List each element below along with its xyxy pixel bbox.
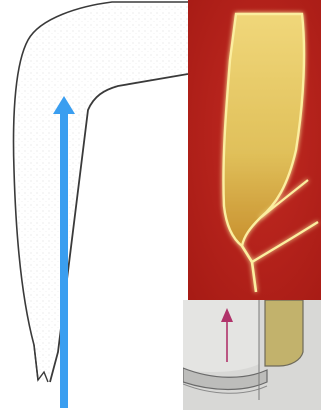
inset-light-region — [183, 300, 259, 372]
inset-panel — [183, 300, 321, 410]
photo-svg — [188, 0, 321, 300]
tooth-block — [265, 300, 303, 366]
blue-arrow-shaft — [60, 112, 68, 408]
drawing-svg — [0, 0, 188, 410]
line-drawing-panel — [0, 0, 188, 410]
photo-panel — [188, 0, 321, 300]
stippled-area — [16, 4, 188, 382]
inset-svg — [183, 300, 321, 410]
